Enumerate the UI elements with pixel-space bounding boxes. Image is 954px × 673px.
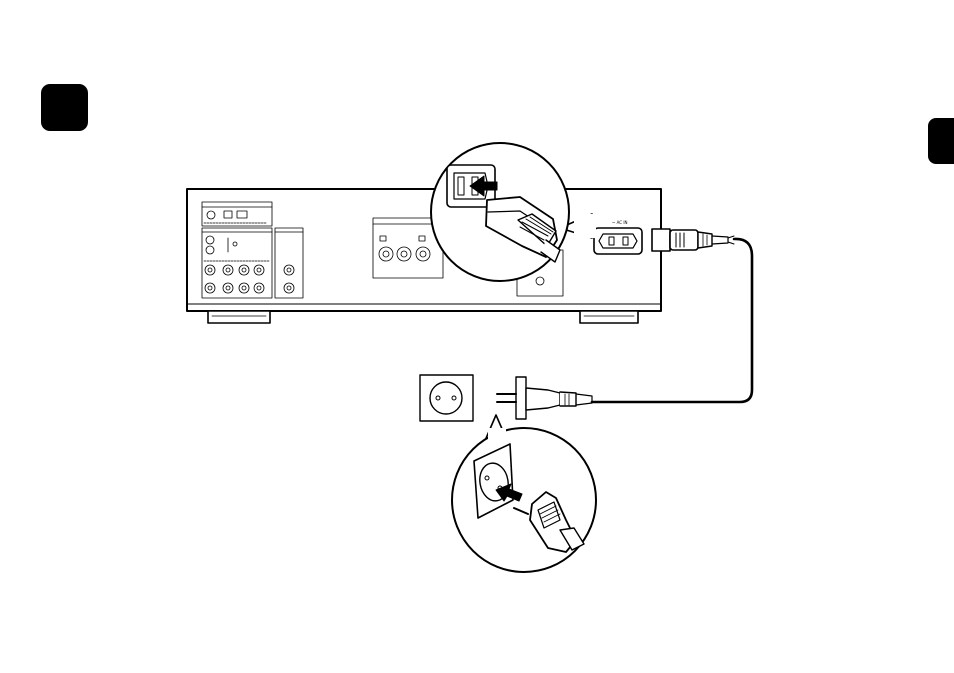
digital-input-panel — [201, 201, 273, 227]
euro-plug — [496, 376, 593, 420]
left-foot — [207, 310, 271, 324]
insert-arrow-top — [469, 175, 498, 197]
inlet-zoom-callout — [430, 142, 596, 282]
svg-text:~ AC IN: ~ AC IN — [612, 220, 628, 225]
chapter-side-tab — [928, 118, 954, 164]
iec-plug — [485, 196, 561, 263]
power-cord — [590, 237, 754, 404]
analog-input-panel — [201, 227, 273, 299]
power-cord-inlet-end — [651, 228, 735, 252]
amplifier-rear-panel: ~ AC IN — [186, 188, 662, 324]
pre-out-panel — [274, 227, 304, 299]
right-foot — [579, 310, 639, 324]
outlet-zoom-callout — [451, 414, 597, 573]
ac-inlet-panel: ~ AC IN — [593, 220, 643, 255]
wall-outlet — [419, 374, 474, 422]
step-number-badge — [41, 84, 88, 131]
euro-plug-angled — [513, 491, 585, 553]
insert-arrow-bottom — [495, 483, 523, 502]
